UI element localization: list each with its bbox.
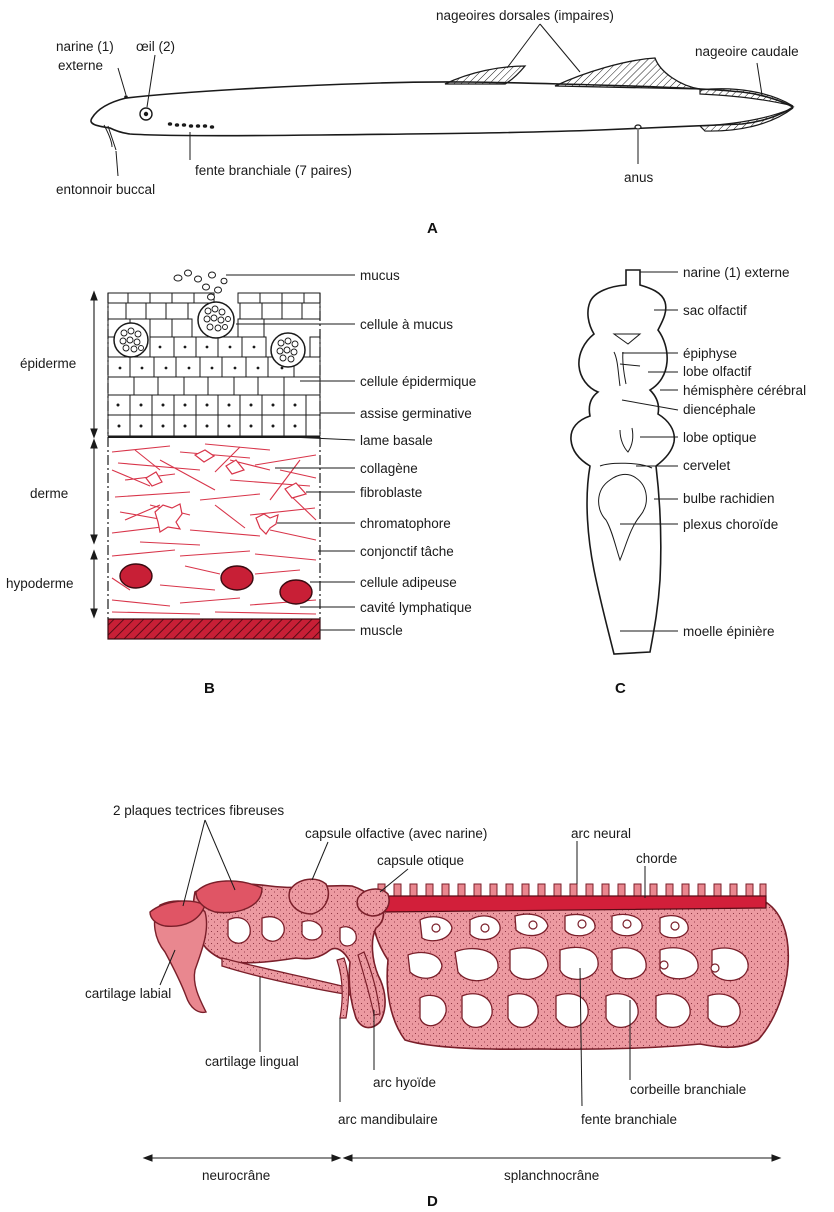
panel-c: narine (1) externe sac olfactif épiphyse… [571,265,806,697]
label-cellule-mucus: cellule à mucus [360,317,453,332]
label-neurocrane: neurocrâne [202,1168,270,1183]
label-plexus-choroide: plexus choroïde [683,517,778,532]
label-collagene: collagène [360,461,418,476]
dermis-collagen [112,444,316,545]
label-entonnoir-buccal: entonnoir buccal [56,182,155,197]
label-chromatophore: chromatophore [360,516,451,531]
chromatophores [155,504,278,534]
label-narine: narine (1) [56,39,114,54]
muscle-layer [108,619,320,639]
panel-letter-b: B [204,680,215,697]
panel-letter-c: C [615,680,626,697]
label-fibroblaste: fibroblaste [360,485,422,500]
label-anus: anus [624,170,654,185]
label-epiphyse: épiphyse [683,346,737,361]
label-chorde: chorde [636,851,677,866]
lamprey-body [91,82,793,150]
label-diencephale: diencéphale [683,402,756,417]
label-cavite-lymphatique: cavité lymphatique [360,600,472,615]
otic-capsule [357,889,389,916]
label-hemisphere-cerebral: hémisphère cérébral [683,383,806,398]
neural-arches [378,884,766,896]
dorsal-fin-2 [555,58,700,89]
label-cartilage-labial: cartilage labial [85,986,171,1001]
label-capsule-olfactive: capsule olfactive (avec narine) [305,826,487,841]
label-arc-neural: arc neural [571,826,631,841]
panel-a: narine (1) externe œil (2) nageoires dor… [56,8,799,237]
label-splanchnocrane: splanchnocrâne [504,1168,599,1183]
label-conjonctif: conjonctif tâche [360,544,454,559]
gill-slits [168,122,214,129]
label-plaques-tectrices: 2 plaques tectrices fibreuses [113,803,284,818]
label-narine-externe-c: narine (1) externe [683,265,790,280]
label-arc-mandibulaire: arc mandibulaire [338,1112,438,1127]
label-derme: derme [30,486,68,501]
label-corbeille-branchiale: corbeille branchiale [630,1082,746,1097]
caudal-fin-top [700,89,793,106]
label-narine-externe: externe [58,58,103,73]
label-cellule-epidermique: cellule épidermique [360,374,476,389]
label-fente-branchiale: fente branchiale (7 paires) [195,163,352,178]
olfactory-capsule [289,879,328,914]
lingual-cartilage [222,958,350,995]
anus-icon [635,125,641,129]
label-cartilage-lingual: cartilage lingual [205,1054,299,1069]
label-moelle-epiniere: moelle épinière [683,624,775,639]
epidermis [108,270,320,437]
label-hypoderme: hypoderme [6,576,74,591]
label-lame-basale: lame basale [360,433,433,448]
panel-letter-d: D [427,1193,438,1210]
caudal-fin-bottom [700,108,793,131]
label-bulbe-rachidien: bulbe rachidien [683,491,775,506]
adipose-cells [120,564,312,604]
label-nageoire-caudale: nageoire caudale [695,44,799,59]
nostril-icon [124,95,128,99]
label-cellule-adipeuse: cellule adipeuse [360,575,457,590]
side-brackets [91,292,97,617]
panel-d: 2 plaques tectrices fibreuses capsule ol… [85,803,788,1210]
label-sac-olfactif: sac olfactif [683,303,747,318]
label-muscle: muscle [360,623,403,638]
dorsal-fin-1 [445,66,525,84]
label-nageoires-dorsales: nageoires dorsales (impaires) [436,8,614,23]
label-arc-hyoide: arc hyoïde [373,1075,436,1090]
fibroblasts [146,450,306,498]
panel-b: épiderme derme hypoderme mucus cellule à… [6,268,476,697]
label-oeil: œil (2) [136,39,175,54]
label-lobe-optique: lobe optique [683,430,757,445]
label-mucus: mucus [360,268,400,283]
brain-outline [571,270,674,654]
label-lobe-olfactif: lobe olfactif [683,364,752,379]
label-cervelet: cervelet [683,458,731,473]
label-capsule-otique: capsule otique [377,853,464,868]
panel-letter-a: A [427,220,438,237]
label-epiderme: épiderme [20,356,76,371]
label-assise-germinative: assise germinative [360,406,472,421]
span-arrows [144,1155,780,1161]
label-fente-branchiale-d: fente branchiale [581,1112,677,1127]
